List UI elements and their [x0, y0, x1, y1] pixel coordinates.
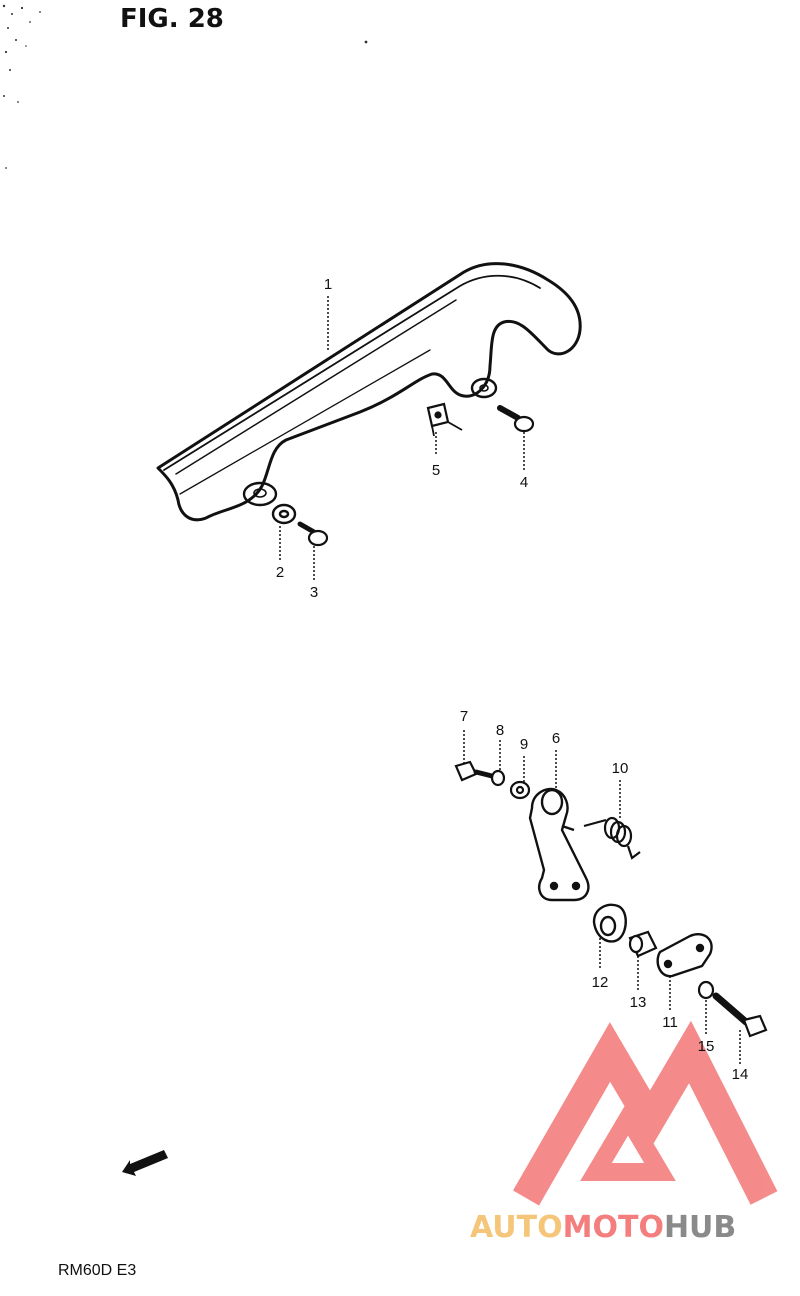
watermark-part-auto: AUTO	[470, 1210, 563, 1245]
scan-speckles	[2, 4, 368, 169]
callout-8: 8	[495, 722, 505, 739]
callout-1: 1	[323, 276, 333, 293]
model-code: RM60D E3	[58, 1262, 137, 1279]
callout-9: 9	[519, 736, 529, 753]
arm-part-6	[528, 787, 590, 902]
callout-6: 6	[551, 730, 561, 747]
callout-14: 14	[731, 1066, 749, 1083]
watermark-text: AUTOMOTOHUB	[470, 1210, 736, 1245]
lock-washer-part-8	[490, 769, 506, 787]
bolt-part-4	[497, 405, 535, 433]
washer-part-15	[697, 980, 715, 1000]
callout-4: 4	[519, 474, 529, 491]
callout-13: 13	[629, 994, 647, 1011]
washer-part-9	[509, 780, 531, 800]
chain-case-part-1	[156, 262, 582, 522]
figure-title: FIG. 28	[120, 4, 224, 34]
washer-part-2	[271, 503, 297, 525]
bolt-part-3	[297, 521, 329, 547]
spring-part-10	[583, 816, 641, 860]
callout-5: 5	[431, 462, 441, 479]
watermark-logo-icon	[512, 1020, 778, 1206]
bushing-part-12	[592, 903, 627, 943]
watermark-part-hub: HUB	[663, 1210, 737, 1245]
bolt-part-14	[712, 992, 768, 1038]
callout-3: 3	[309, 584, 319, 601]
watermark-part-moto: MOTO	[562, 1210, 664, 1245]
callout-10: 10	[611, 760, 629, 777]
bolt-part-7	[454, 760, 495, 782]
callout-15: 15	[697, 1038, 715, 1055]
callout-12: 12	[591, 974, 609, 991]
clip-nut-part-5	[426, 402, 463, 437]
callout-7: 7	[459, 708, 469, 725]
plate-part-11	[656, 933, 713, 978]
leader-lines	[279, 296, 741, 1064]
callout-11: 11	[662, 1014, 678, 1031]
collar-part-13	[628, 930, 658, 958]
callout-2: 2	[275, 564, 285, 581]
fwd-arrow-icon	[122, 1150, 168, 1176]
